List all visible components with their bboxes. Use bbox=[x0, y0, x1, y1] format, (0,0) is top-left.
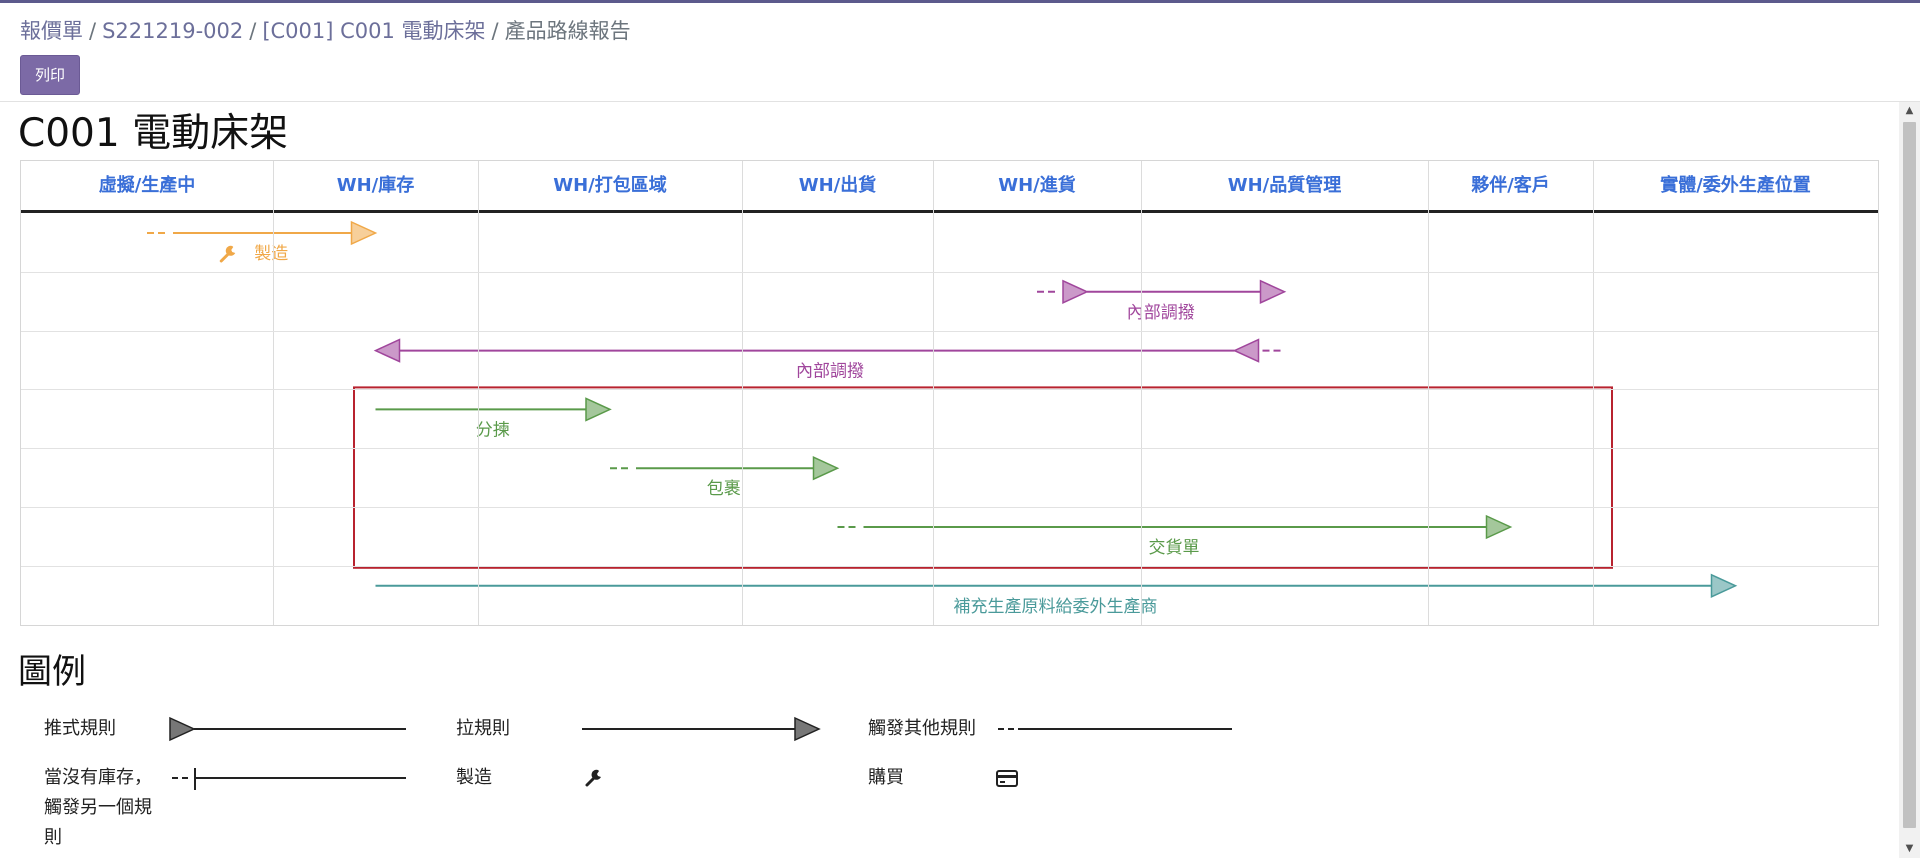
row-divider bbox=[21, 507, 1878, 508]
route-5: 交貨單 bbox=[837, 514, 1513, 558]
route-pull-arrow bbox=[1710, 573, 1738, 598]
column-divider bbox=[478, 161, 479, 625]
column-header[interactable]: 虛擬/生產中 bbox=[98, 175, 196, 196]
column-divider bbox=[1428, 161, 1429, 625]
legend-pull-rule-symbol bbox=[582, 716, 821, 742]
route-3: 分揀 bbox=[375, 397, 612, 440]
vertical-scrollbar[interactable]: ▲ ▼ bbox=[1899, 102, 1920, 858]
column-divider bbox=[1593, 161, 1594, 625]
wrench-icon-handle bbox=[219, 250, 232, 263]
scroll-up-arrow-icon[interactable]: ▲ bbox=[1905, 105, 1914, 116]
route-pull-arrow bbox=[1485, 514, 1513, 540]
breadcrumb-separator: / bbox=[491, 19, 499, 43]
column-header[interactable]: 實體/委外生產位置 bbox=[1660, 175, 1811, 196]
control-panel: 報價單/S221219-002/[C001] C001 電動床架/產品路線報告 … bbox=[0, 3, 1920, 102]
legend-no-stock-symbol bbox=[172, 768, 406, 790]
column-header[interactable]: WH/品質管理 bbox=[1227, 175, 1342, 196]
route-pull-arrow bbox=[350, 220, 378, 246]
scroll-thumb[interactable] bbox=[1903, 122, 1916, 828]
route-0: 製造 bbox=[147, 220, 378, 264]
route-label: 分揀 bbox=[476, 420, 510, 440]
legend-push-rule-symbol bbox=[169, 716, 406, 742]
legend-label-trigger-other: 觸發其他規則 bbox=[868, 718, 976, 739]
column-header[interactable]: WH/進貨 bbox=[998, 175, 1076, 196]
legend-label-buy: 購買 bbox=[868, 767, 904, 788]
route-pull-arrow bbox=[585, 397, 612, 422]
legend-label-no-stock: 當沒有庫存，觸發另一個規則 bbox=[44, 767, 152, 848]
column-divider bbox=[1141, 161, 1142, 625]
column-header[interactable]: WH/打包區域 bbox=[553, 175, 667, 196]
route-label: 交貨單 bbox=[1149, 538, 1200, 558]
row-divider bbox=[21, 271, 1878, 273]
route-1: 內部調撥 bbox=[1037, 279, 1287, 323]
legend-label-push-rule: 推式規則 bbox=[44, 718, 116, 739]
highlight-box bbox=[353, 386, 1613, 569]
route-4: 包裹 bbox=[610, 456, 840, 499]
route-label: 內部調撥 bbox=[1127, 303, 1195, 323]
row-divider bbox=[21, 389, 1878, 391]
wrench-icon bbox=[585, 769, 601, 787]
legend-label-manufacture: 製造 bbox=[456, 767, 492, 788]
route-label: 補充生產原料給委外生產商 bbox=[954, 597, 1158, 617]
credit-card-icon bbox=[996, 770, 1018, 787]
route-table: 虛擬/生產中 WH/庫存 WH/打包區域 WH/出貨 WH/進貨 WH/品質管理 夥伴/客戶… bbox=[20, 160, 1879, 626]
column-header[interactable]: WH/出貨 bbox=[798, 175, 877, 196]
report-content: C001 電動床架 虛擬/生產中 WH/庫存 WH/打包區域 WH/出貨 WH/進貨 WH… bbox=[0, 102, 1898, 858]
row-divider bbox=[21, 448, 1878, 450]
row-divider bbox=[21, 330, 1878, 332]
breadcrumb-separator: / bbox=[89, 19, 97, 43]
breadcrumb-current: 產品路線報告 bbox=[504, 19, 631, 43]
breadcrumb: 報價單/S221219-002/[C001] C001 電動床架/產品路線報告 bbox=[20, 15, 631, 45]
top-accent-bar bbox=[0, 0, 1920, 3]
column-divider bbox=[273, 161, 274, 625]
route-pull-arrow bbox=[1259, 279, 1287, 304]
route-pull-arrow bbox=[812, 456, 840, 481]
breadcrumb-order[interactable]: S221219-002 bbox=[102, 19, 244, 43]
print-button[interactable]: 列印 bbox=[20, 55, 81, 95]
breadcrumb-separator: / bbox=[249, 19, 257, 43]
wrench-icon bbox=[219, 245, 236, 263]
route-push-arrow bbox=[1062, 279, 1089, 304]
page-title: C001 電動床架 bbox=[18, 111, 289, 156]
column-divider bbox=[933, 161, 934, 625]
column-header[interactable]: 夥伴/客戶 bbox=[1471, 175, 1550, 196]
column-divider bbox=[742, 161, 743, 625]
breadcrumb-quotations[interactable]: 報價單 bbox=[20, 19, 83, 43]
legend-label-pull-rule: 拉規則 bbox=[456, 718, 510, 739]
route-2: 內部調撥 bbox=[373, 338, 1285, 382]
route-push-arrow bbox=[1232, 338, 1260, 363]
breadcrumb-product[interactable]: [C001] C001 電動床架 bbox=[262, 19, 486, 43]
column-header[interactable]: WH/庫存 bbox=[336, 175, 415, 196]
row-divider bbox=[21, 565, 1878, 567]
legend-title: 圖例 bbox=[18, 652, 86, 692]
route-label: 內部調撥 bbox=[796, 362, 864, 382]
route-label: 製造 bbox=[254, 244, 288, 264]
route-table-header: 虛擬/生產中 WH/庫存 WH/打包區域 WH/出貨 WH/進貨 WH/品質管理 夥伴/客戶… bbox=[21, 161, 1878, 213]
route-label: 包裹 bbox=[707, 479, 741, 499]
route-pull-arrow bbox=[373, 338, 401, 363]
route-6: 補充生產原料給委外生產商 bbox=[375, 573, 1738, 617]
scroll-down-arrow-icon[interactable]: ▼ bbox=[1905, 843, 1914, 854]
